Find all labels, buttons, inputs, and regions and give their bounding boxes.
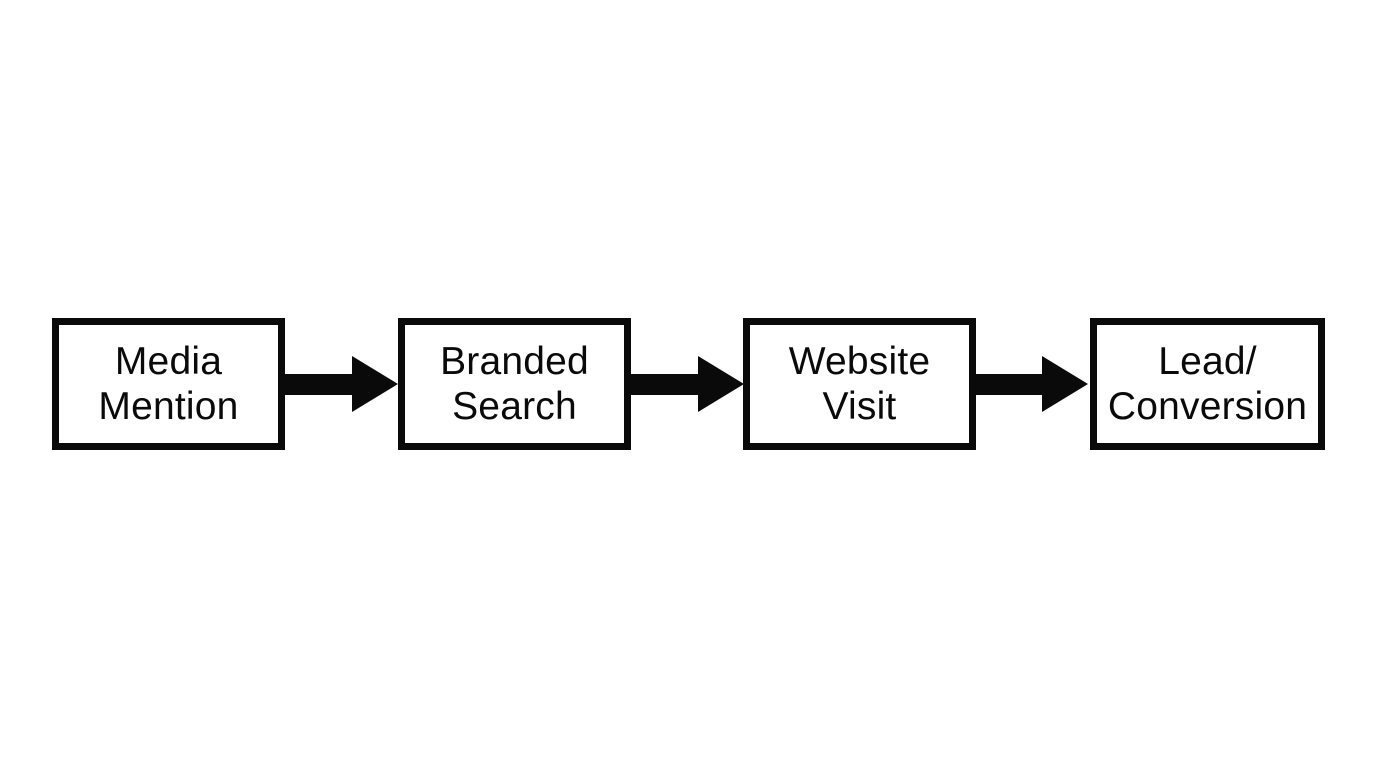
right-arrow-icon	[285, 356, 398, 412]
arrow-head	[1042, 356, 1088, 412]
arrow-shaft	[631, 374, 699, 395]
right-arrow-icon	[975, 356, 1088, 412]
flow-box-lead-conversion: Lead/ Conversion	[1090, 318, 1325, 450]
flow-box-branded-search: Branded Search	[398, 318, 631, 450]
flow-box-label: Media Mention	[98, 340, 239, 428]
arrow-head	[698, 356, 744, 412]
flow-box-label: Website Visit	[788, 340, 931, 428]
flow-box-media-mention: Media Mention	[52, 318, 285, 450]
flow-box-label: Lead/ Conversion	[1107, 340, 1308, 428]
right-arrow-icon	[631, 356, 744, 412]
flow-box-label: Branded Search	[440, 340, 589, 428]
flow-box-website-visit: Website Visit	[743, 318, 976, 450]
arrow-shaft	[975, 374, 1043, 395]
arrow-head	[352, 356, 398, 412]
arrow-shaft	[285, 374, 353, 395]
